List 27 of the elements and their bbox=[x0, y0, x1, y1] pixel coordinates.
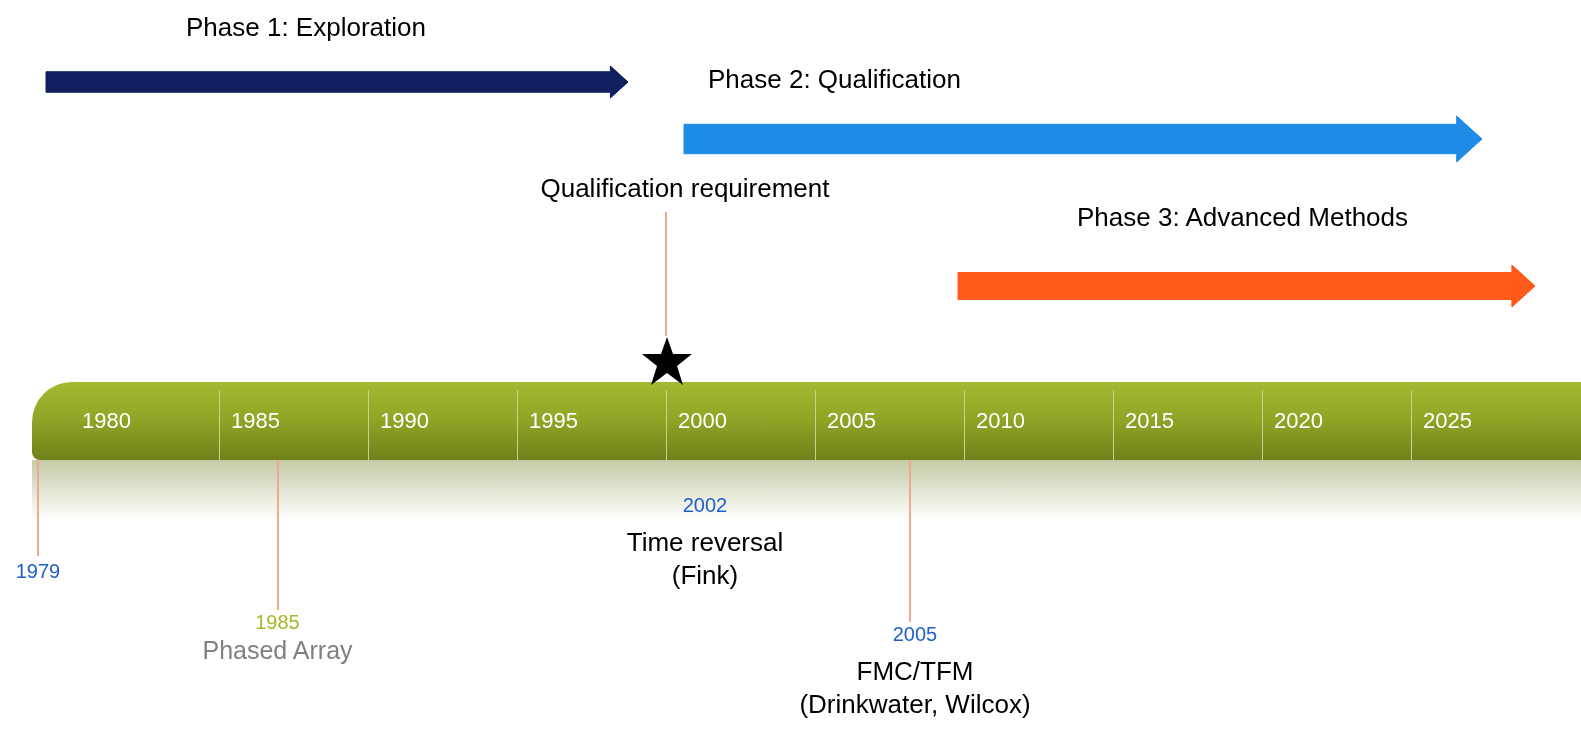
year-label: 2025 bbox=[1423, 410, 1472, 432]
year-label: 2005 bbox=[827, 410, 876, 432]
year-label: 1980 bbox=[82, 410, 131, 432]
phase-label: Phase 3: Advanced Methods bbox=[1077, 201, 1408, 234]
year-label: 1985 bbox=[255, 610, 300, 635]
event-label: FMC/TFM (Drinkwater, Wilcox) bbox=[798, 655, 1032, 720]
phase-label: Phase 1: Exploration bbox=[186, 11, 426, 44]
year-label: 1995 bbox=[529, 410, 578, 432]
year-label: 2015 bbox=[1125, 410, 1174, 432]
leader-line bbox=[909, 459, 911, 623]
event-label: Phased Array bbox=[202, 635, 353, 666]
event-label: Time reversal (Fink) bbox=[625, 526, 785, 591]
year-label: 1979 bbox=[15, 559, 61, 584]
year-label: 2002 bbox=[682, 493, 728, 518]
year-label: 1990 bbox=[380, 410, 429, 432]
leader-line bbox=[37, 459, 39, 557]
year-label: 2000 bbox=[678, 410, 727, 432]
timeline-bar bbox=[32, 382, 1581, 460]
phase-label: Phase 2: Qualification bbox=[708, 63, 961, 96]
year-label: 2020 bbox=[1274, 410, 1323, 432]
leader-line bbox=[665, 211, 667, 337]
leader-line bbox=[277, 459, 279, 611]
year-label: 2005 bbox=[892, 622, 938, 647]
year-label: 1985 bbox=[231, 410, 280, 432]
year-label: 2010 bbox=[976, 410, 1025, 432]
star-icon bbox=[641, 336, 693, 386]
milestone-label: Qualification requirement bbox=[540, 172, 830, 205]
